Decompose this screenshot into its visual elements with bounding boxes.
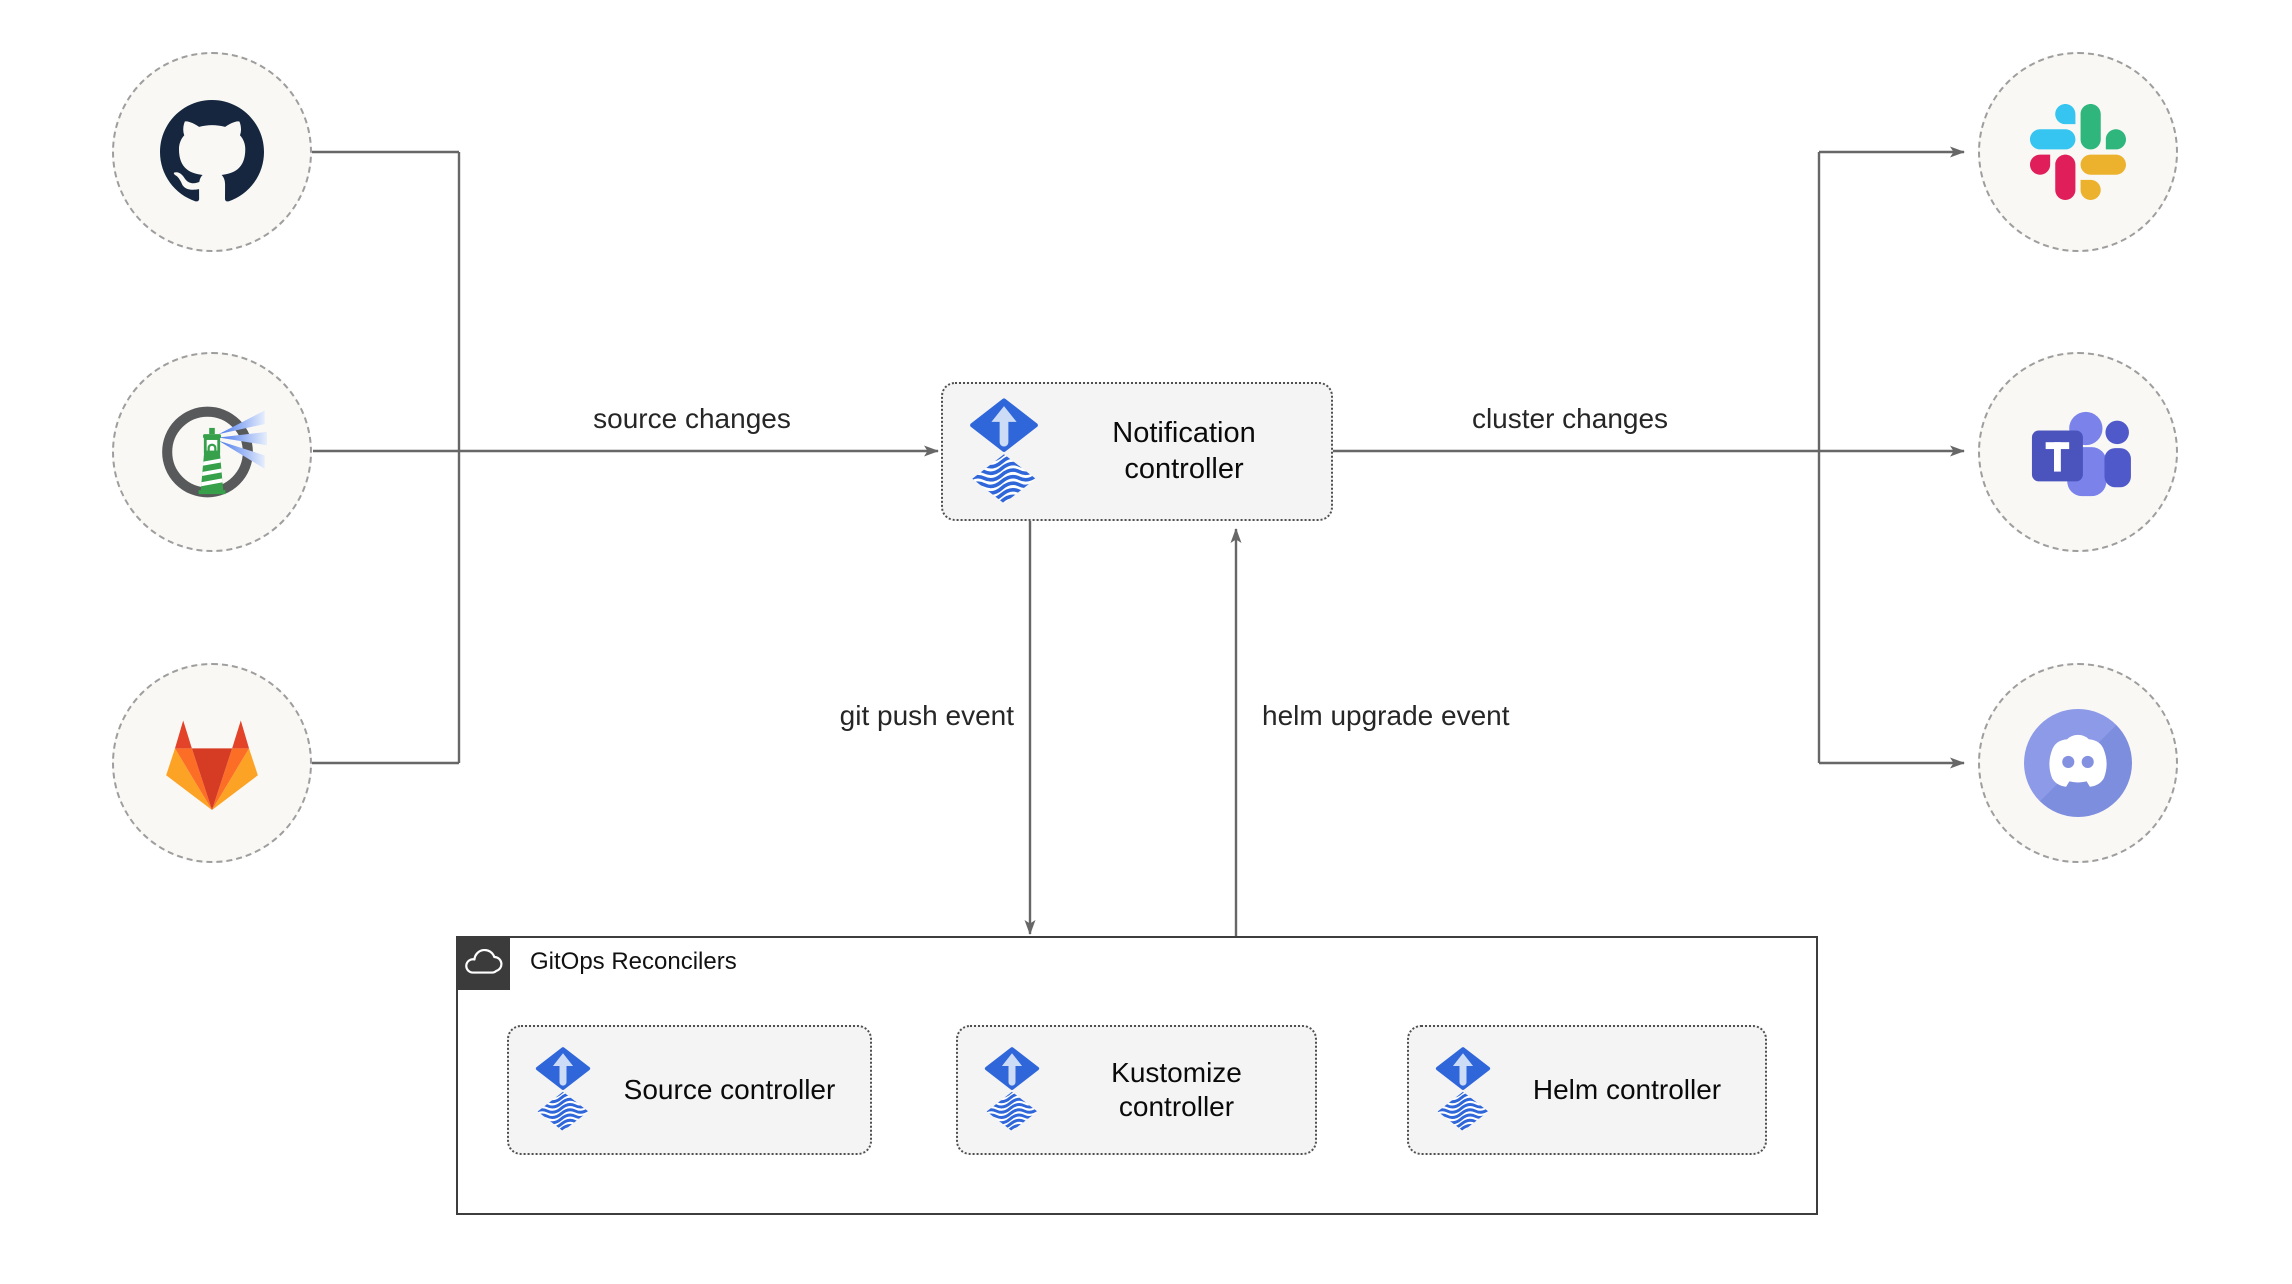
node-kustomize-controller: Kustomize controller bbox=[956, 1025, 1317, 1155]
node-label: Source controller bbox=[623, 1073, 836, 1105]
cloud-icon bbox=[465, 949, 503, 974]
gitops-group-badge bbox=[456, 936, 510, 990]
node-source-controller: Source controller bbox=[507, 1025, 872, 1155]
slack-icon bbox=[2030, 104, 2126, 200]
node-label: Helm controller bbox=[1532, 1073, 1722, 1105]
gitops-group-label: GitOps Reconcilers bbox=[530, 948, 737, 975]
node-notification-controller: Notification controller bbox=[941, 382, 1333, 521]
node-label: Notification controller bbox=[1112, 417, 1256, 485]
flux-icon bbox=[1435, 1047, 1491, 1133]
flux-icon bbox=[969, 398, 1039, 506]
source-node-harbor bbox=[112, 352, 312, 552]
github-icon bbox=[160, 100, 264, 202]
gitlab-icon bbox=[166, 720, 258, 810]
target-node-discord bbox=[1978, 663, 2178, 863]
edge-label-helm-upgrade-event: helm upgrade event bbox=[1262, 700, 1510, 731]
edge-label-cluster-changes: cluster changes bbox=[1471, 403, 1669, 434]
flux-icon bbox=[984, 1047, 1040, 1133]
source-node-gitlab bbox=[112, 663, 312, 863]
source-node-github bbox=[112, 52, 312, 252]
target-node-slack bbox=[1978, 52, 2178, 252]
flux-icon bbox=[535, 1047, 591, 1133]
edge-label-source-changes: source changes bbox=[593, 403, 791, 434]
target-node-teams bbox=[1978, 352, 2178, 552]
microsoft-teams-icon bbox=[2031, 411, 2131, 497]
node-helm-controller: Helm controller bbox=[1407, 1025, 1767, 1155]
harbor-lighthouse-icon bbox=[162, 406, 267, 498]
discord-icon bbox=[2024, 709, 2132, 817]
node-label: Kustomize controller bbox=[1111, 1056, 1242, 1122]
edge-label-git-push-event: git push event bbox=[839, 700, 1014, 731]
